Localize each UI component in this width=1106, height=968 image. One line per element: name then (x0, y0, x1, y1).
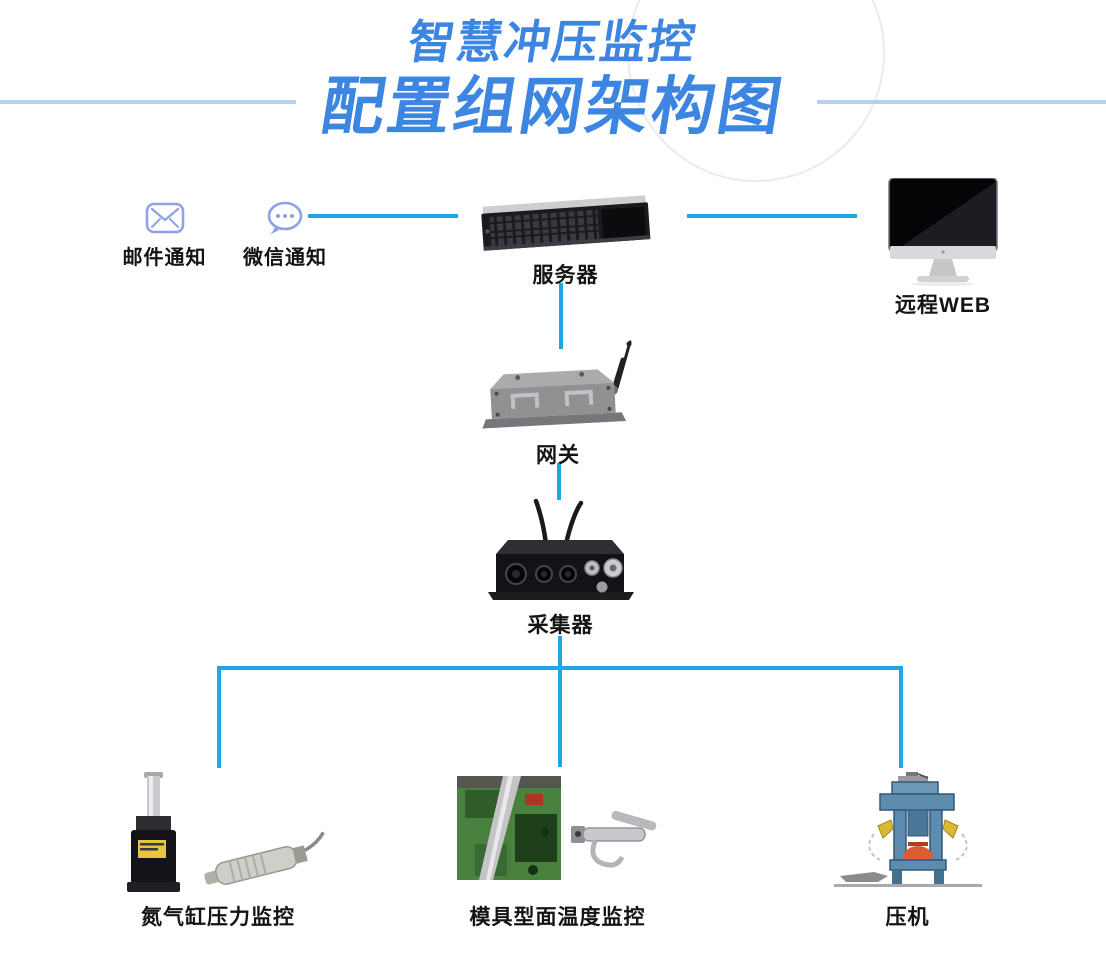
node-label: 网关 (536, 444, 580, 467)
node-press: 压机 (830, 772, 985, 931)
connector-drop-nitrogen (217, 666, 221, 768)
node-label: 氮气缸压力监控 (141, 906, 295, 929)
connector-server-gateway (559, 283, 563, 349)
connector-wechat-server (308, 214, 458, 218)
node-gateway: 网关 (478, 336, 638, 469)
connector-drop-press (899, 666, 903, 768)
node-email-notification: 邮件通知 (112, 196, 217, 270)
node-server: 服务器 (468, 188, 663, 289)
connector-collector-bus (558, 636, 562, 670)
node-nitrogen-pressure: 氮气缸压力监控 (98, 772, 338, 931)
diagram-header: 智慧冲压监控 配置组网架构图 (0, 0, 1106, 142)
monitor-photo (888, 178, 998, 286)
header-divider-left (0, 100, 296, 104)
header-divider-right (817, 100, 1106, 104)
node-remote-web: 远程WEB (878, 178, 1008, 319)
connector-drop-mold (558, 666, 562, 767)
node-label: 微信通知 (243, 247, 327, 269)
connector-gateway-collector (557, 463, 561, 500)
node-label: 远程WEB (895, 294, 991, 317)
node-wechat-notification: 微信通知 (235, 196, 335, 270)
node-label: 模具型面温度监控 (469, 906, 646, 929)
collector-photo (487, 498, 634, 600)
node-label: 压机 (885, 906, 930, 929)
envelope-icon (145, 202, 184, 234)
wechat-chat-icon (267, 201, 303, 234)
diagram-title: 配置组网架构图 (316, 72, 790, 142)
nitrogen-cylinder-photo (127, 772, 325, 892)
gateway-photo (482, 340, 632, 429)
node-label: 邮件通知 (122, 247, 207, 269)
node-mold-temperature: 模具型面温度监控 (440, 772, 675, 931)
mold-photo (457, 776, 657, 880)
connector-server-web (687, 214, 857, 218)
server-photo (481, 195, 651, 251)
node-label: 服务器 (532, 264, 599, 287)
press-machine-illustration (833, 772, 982, 887)
node-collector: 采集器 (483, 498, 638, 639)
diagram-subtitle: 智慧冲压监控 (404, 16, 701, 68)
node-label: 采集器 (527, 614, 594, 637)
